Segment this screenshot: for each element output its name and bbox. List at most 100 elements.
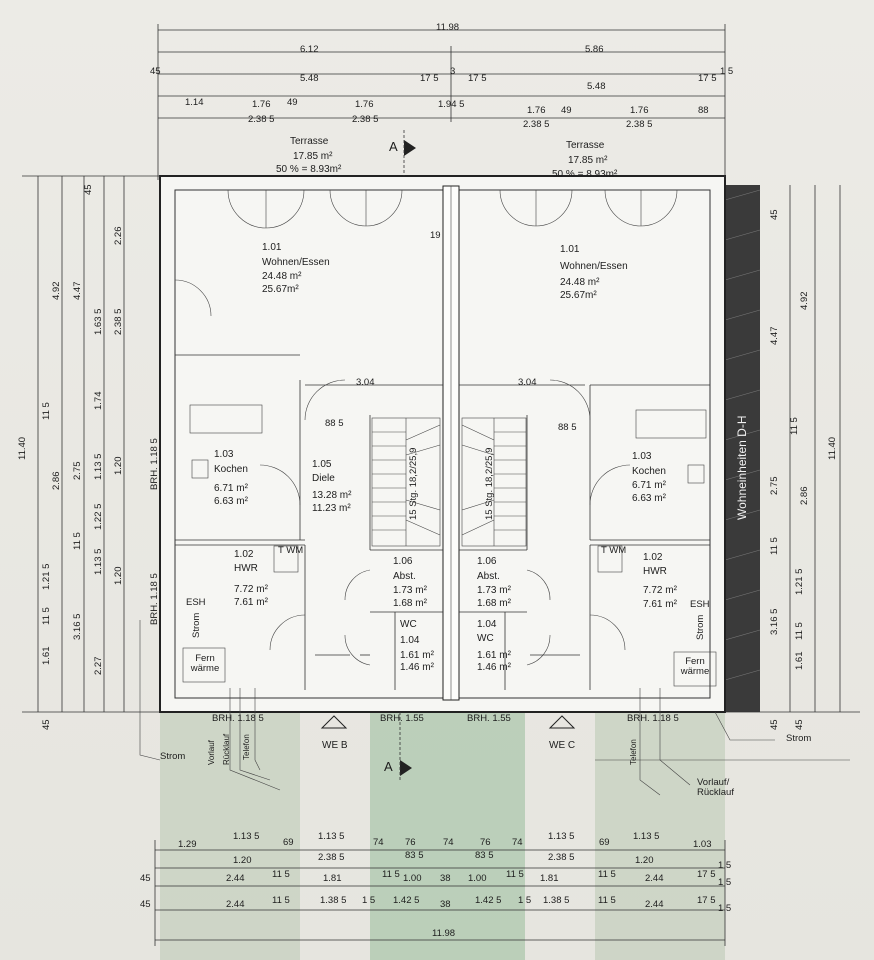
room-right-kitchen-a2: 6.63 m² xyxy=(632,493,666,504)
dim-bottom-r3-13: 1 5 xyxy=(718,877,732,888)
utility-right-strom: Strom xyxy=(786,733,812,744)
dim-left-col5-3: 1.20 xyxy=(113,566,124,586)
room-right-kitchen-a1: 6.71 m² xyxy=(632,480,666,491)
label-right-brh-bottom: BRH. 1.18 5 xyxy=(627,713,679,724)
utility-left-strom: Strom xyxy=(160,751,186,762)
stairs-left-label: 15 Stg. 18,2/25,9 xyxy=(408,448,419,520)
dim-right-col3-10: 45 xyxy=(794,719,805,730)
room-right-hwr-name: HWR xyxy=(643,566,667,577)
stove-left-icon xyxy=(191,459,209,479)
room-right-abst-num: 1.06 xyxy=(477,556,497,567)
room-left-wc-a2: 1.46 m² xyxy=(400,662,434,673)
dim-right-col3-4: 11 5 xyxy=(769,537,780,555)
dim-left-col2-2: 3.16 5 xyxy=(72,613,83,640)
dim-left-col4-5: 2.27 xyxy=(93,656,104,676)
dim-bottom-r1-6: 74 xyxy=(443,837,454,848)
room-left-hwr-name: HWR xyxy=(234,563,258,574)
room-right-hwr-a2: 7.61 m² xyxy=(643,599,677,610)
terrace-right-name: Terrasse xyxy=(566,140,605,151)
dim-bottom-r3-3: 1.81 xyxy=(323,873,342,884)
dim-top-row2-d: 3 xyxy=(450,66,456,77)
interior-walls-left xyxy=(175,354,443,690)
dim-left-col3-4: 11 5 xyxy=(72,532,83,550)
label-right-strom-box: Strom xyxy=(695,614,706,640)
dim-bottom-r2-4: 2.38 5 xyxy=(548,852,575,863)
dim-bottom-r1-7: 76 xyxy=(480,837,491,848)
room-left-hall-name: Diele xyxy=(312,473,335,484)
stairs-left xyxy=(371,417,441,547)
utility-right-telefon: Telefon xyxy=(629,739,638,765)
dim-left-col3-8: 45 xyxy=(41,719,52,730)
room-right-living-a2: 25.67m² xyxy=(560,290,597,301)
right-dim-lines xyxy=(725,185,860,713)
terrace-doors-left xyxy=(174,189,403,317)
dim-bottom-r2-6: 1 5 xyxy=(718,860,732,871)
fernwaerme-box-right xyxy=(673,651,717,687)
room-left-living-a2: 25.67m² xyxy=(262,284,299,295)
room-left-abst-num: 1.06 xyxy=(393,556,413,567)
dim-bottom-r4-10: 11 5 xyxy=(598,895,616,906)
dim-top-row2-c: 17 5 xyxy=(420,73,439,84)
room-right-kitchen-name: Kochen xyxy=(632,466,666,477)
dim-left-col3-0: 45 xyxy=(83,184,94,195)
dim-right-col2-0: 4.92 xyxy=(799,291,810,311)
room-right-abst-a1: 1.73 m² xyxy=(477,585,511,596)
dim-top-row3-12: 88 xyxy=(698,105,709,116)
fernwaerme-box-left xyxy=(182,647,226,683)
dim-top-row3-0: 1.14 xyxy=(185,97,204,108)
utility-left-vorlauf: Vorlauf xyxy=(207,740,216,765)
dim-right-col3-0: 45 xyxy=(769,209,780,220)
stairs-right-label: 15 Stg. 18,2/25,9 xyxy=(484,448,495,520)
room-left-abst-a2: 1.68 m² xyxy=(393,598,427,609)
dim-bottom-r2-3: 83 5 xyxy=(475,850,494,861)
utility-lines xyxy=(139,620,775,796)
wm-box-right xyxy=(597,545,623,573)
dim-right-col3-2: 11 5 xyxy=(789,417,800,435)
dim-right-col3-9: 45 xyxy=(769,719,780,730)
dim-bottom-r1-9: 1.13 5 xyxy=(548,831,575,842)
room-left-abst-a1: 1.73 m² xyxy=(393,585,427,596)
dim-top-right-width: 5.86 xyxy=(585,44,604,55)
dim-top-row2-h: 1 5 xyxy=(720,66,734,77)
dim-bottom-r1-4: 74 xyxy=(373,837,384,848)
dim-bottom-r4-2: 11 5 xyxy=(272,895,290,906)
dim-left-col4-4: 1.13 5 xyxy=(93,548,104,575)
terrace-left-area: 17.85 m² xyxy=(293,151,333,162)
dim-top-row3-5: 2.38 5 xyxy=(352,114,379,125)
dim-bottom-r1-11: 1.13 5 xyxy=(633,831,660,842)
dim-left-88: 88 5 xyxy=(325,418,344,429)
dim-left-col3-7: 1.61 xyxy=(41,646,52,666)
dim-left-col4-3: 1.22 5 xyxy=(93,503,104,530)
label-right-esh: ESH xyxy=(690,599,710,610)
room-left-wc-a1: 1.61 m² xyxy=(400,650,434,661)
dim-bottom-r3-7: 1.00 xyxy=(468,873,487,884)
dim-top-row3-6: 1.94 5 xyxy=(438,99,465,110)
dim-bottom-r4-0: 45 xyxy=(140,899,151,910)
label-entrance-we-b: WE B xyxy=(322,740,348,751)
dim-top-row3-11: 2.38 5 xyxy=(626,119,653,130)
room-left-living-name: Wohnen/Essen xyxy=(262,257,330,268)
dim-left-col3-1: 4.47 xyxy=(72,281,83,301)
dim-bottom-r1-2: 69 xyxy=(283,837,294,848)
utility-right-vorlauf: Vorlauf/ Rücklauf xyxy=(697,777,734,798)
dim-bottom-r4-8: 1 5 xyxy=(518,895,532,906)
room-left-living-num: 1.01 xyxy=(262,242,282,253)
section-marker-bottom: A xyxy=(384,759,393,774)
label-left-brh-2: BRH. 1.18 5 xyxy=(149,573,160,625)
dim-left-col5-1: 2.38 5 xyxy=(113,308,124,335)
dim-right-col3-6: 11 5 xyxy=(794,622,805,640)
section-marker-top-icon xyxy=(404,140,416,156)
dim-right-col3-5: 1.21 5 xyxy=(794,568,805,595)
dim-bottom-r4-12: 17 5 xyxy=(697,895,716,906)
dim-right-col3-8: 1.61 xyxy=(794,651,805,671)
room-right-wc-a1: 1.61 m² xyxy=(477,650,511,661)
dim-bottom-r2-2: 83 5 xyxy=(405,850,424,861)
room-left-kitchen-a2: 6.63 m² xyxy=(214,496,248,507)
terrace-right-area: 17.85 m² xyxy=(568,155,608,166)
dim-bottom-r4-4: 1 5 xyxy=(362,895,376,906)
kitchen-counter-left xyxy=(189,404,263,434)
label-left-fern: Fern wärme xyxy=(190,653,220,674)
room-right-wc-a2: 1.46 m² xyxy=(477,662,511,673)
utility-left-telefon: Telefon xyxy=(242,734,251,760)
